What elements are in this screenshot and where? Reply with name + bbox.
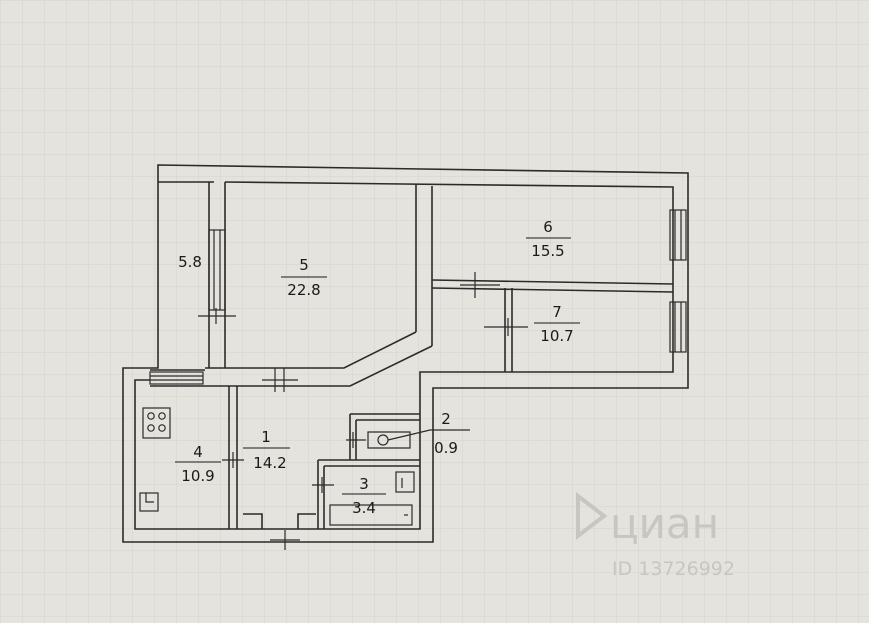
door-mark-entrance <box>270 530 300 550</box>
entrance-door-leaves <box>243 513 316 529</box>
leader-line-room-2 <box>387 429 470 441</box>
balcony-area: 5.8 <box>178 253 202 271</box>
window-room-4-glazing <box>150 375 203 381</box>
door-mark-room-4 <box>222 452 244 468</box>
balcony-window-glazing <box>213 230 221 310</box>
watermark-logo-icon <box>576 491 608 541</box>
room-number-1: 1 <box>261 428 271 446</box>
room-labels: 5 22.8 6 15.5 7 10.7 5.8 1 14.2 2 0.9 3 … <box>175 218 580 517</box>
room-number-4: 4 <box>193 443 203 461</box>
stove-burner-icon <box>158 424 166 432</box>
washbasin-icon <box>395 471 415 493</box>
wall-6-7 <box>431 279 674 293</box>
room-number-5: 5 <box>299 256 309 274</box>
door-marks <box>198 272 528 550</box>
wall-room-2 <box>349 413 420 460</box>
toilet-icon <box>367 431 411 449</box>
stove-burner-icon <box>158 412 166 420</box>
outer-wall-outline <box>122 164 689 543</box>
stove-icon <box>142 407 171 439</box>
windows <box>149 209 687 385</box>
room-area-2: 0.9 <box>434 439 458 457</box>
watermark-brand: циан <box>610 499 719 548</box>
room-area-7: 10.7 <box>540 327 573 345</box>
kitchen-sink-faucet-icon <box>145 493 154 503</box>
wall-room-3 <box>317 459 420 529</box>
room-area-5: 22.8 <box>287 281 320 299</box>
window-room-6 <box>669 209 687 261</box>
window-room-6-glazing <box>674 210 682 260</box>
room-number-6: 6 <box>543 218 553 236</box>
window-room-7 <box>669 301 687 353</box>
corridor-wall-ends <box>150 369 205 387</box>
room-area-3: 3.4 <box>352 499 376 517</box>
door-mark-room-7 <box>484 318 528 336</box>
room-number-2: 2 <box>441 410 451 428</box>
door-mark-room-5 <box>262 368 298 392</box>
door-mark-room-3 <box>312 477 334 493</box>
watermark: циан ID 13726992 <box>576 491 735 580</box>
door-mark-room-2 <box>346 432 366 448</box>
door-mark-room-6 <box>460 272 500 298</box>
outer-wall-inner-line <box>134 181 674 530</box>
room-area-4: 10.9 <box>181 467 214 485</box>
wall-7-corridor <box>504 288 513 372</box>
room-number-3: 3 <box>359 475 369 493</box>
angled-corridor-wall <box>205 331 433 387</box>
stove-burner-icon <box>147 412 155 420</box>
room-area-6: 15.5 <box>531 242 564 260</box>
walls <box>122 164 689 543</box>
kitchen-sink-icon <box>139 492 159 512</box>
window-room-4 <box>149 371 204 385</box>
wall-5-6 <box>415 184 433 346</box>
wall-4-1 <box>228 386 238 529</box>
room-area-1: 14.2 <box>253 454 286 472</box>
room-number-7: 7 <box>552 303 562 321</box>
bathtub-icon <box>329 504 413 526</box>
stove-burner-icon <box>147 424 155 432</box>
balcony-window <box>208 229 226 311</box>
fixtures <box>139 407 415 526</box>
watermark-id: ID 13726992 <box>612 558 735 580</box>
door-mark-balcony <box>198 308 236 324</box>
window-room-7-glazing <box>674 302 682 352</box>
